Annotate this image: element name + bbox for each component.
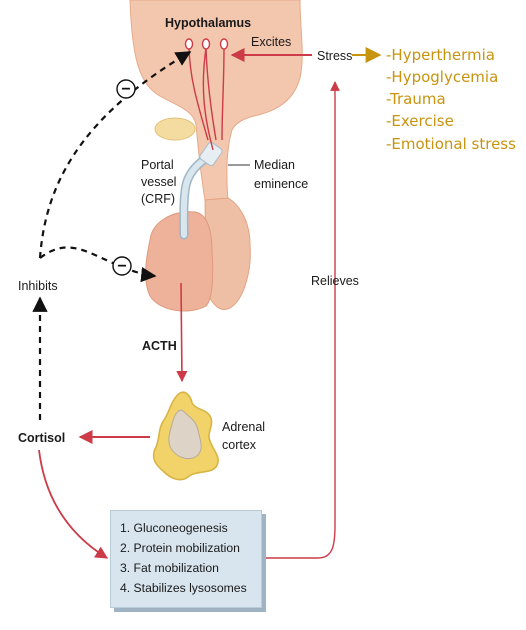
stress-label: Stress bbox=[317, 49, 352, 63]
adrenal-cortex bbox=[154, 392, 219, 479]
relieves-arrow bbox=[262, 82, 335, 558]
acth-arrow bbox=[181, 283, 182, 381]
portal-vessel-label: Portal vessel (CRF) bbox=[141, 158, 176, 206]
effect-item: 1. Gluconeogenesis bbox=[120, 518, 261, 538]
cortisol-label: Cortisol bbox=[18, 431, 65, 445]
svg-text:vessel: vessel bbox=[141, 175, 176, 189]
pituitary-gland bbox=[146, 198, 251, 311]
neuron-cell-bodies bbox=[186, 39, 228, 49]
inhibit-pituitary-arrow bbox=[40, 247, 155, 276]
stressor-item: -Hyperthermia bbox=[386, 46, 495, 64]
inhibit-symbol-lower: − bbox=[113, 257, 131, 275]
svg-text:−: − bbox=[121, 81, 130, 98]
median-eminence-label: Median eminence bbox=[254, 158, 308, 191]
svg-text:Median: Median bbox=[254, 158, 295, 172]
svg-text:(CRF): (CRF) bbox=[141, 192, 175, 206]
hypothalamus-label: Hypothalamus bbox=[165, 16, 251, 30]
relieves-label: Relieves bbox=[311, 274, 359, 288]
excites-label: Excites bbox=[251, 35, 291, 49]
svg-text:Portal: Portal bbox=[141, 158, 174, 172]
cortisol-effects-box: 1. Gluconeogenesis 2. Protein mobilizati… bbox=[110, 510, 262, 608]
stressor-item: -Trauma bbox=[386, 90, 446, 108]
svg-text:Adrenal: Adrenal bbox=[222, 420, 265, 434]
inhibit-symbol-upper: − bbox=[117, 80, 135, 98]
adrenal-cortex-label: Adrenal cortex bbox=[222, 420, 265, 452]
inhibits-label: Inhibits bbox=[18, 279, 58, 293]
acth-label: ACTH bbox=[142, 339, 177, 353]
effect-item: 2. Protein mobilization bbox=[120, 538, 261, 558]
stressor-item: -Emotional stress bbox=[386, 135, 516, 153]
stressor-item: -Exercise bbox=[386, 112, 454, 130]
mammillary-body bbox=[155, 118, 195, 140]
svg-text:cortex: cortex bbox=[222, 438, 257, 452]
stressor-list: -Hyperthermia -Hypoglycemia -Trauma -Exe… bbox=[386, 46, 516, 153]
svg-text:−: − bbox=[117, 258, 126, 275]
effect-item: 3. Fat mobilization bbox=[120, 558, 261, 578]
stressor-item: -Hypoglycemia bbox=[386, 68, 498, 86]
effect-item: 4. Stabilizes lysosomes bbox=[120, 578, 261, 598]
cortisol-effects-arrow bbox=[39, 450, 107, 558]
svg-text:eminence: eminence bbox=[254, 177, 308, 191]
